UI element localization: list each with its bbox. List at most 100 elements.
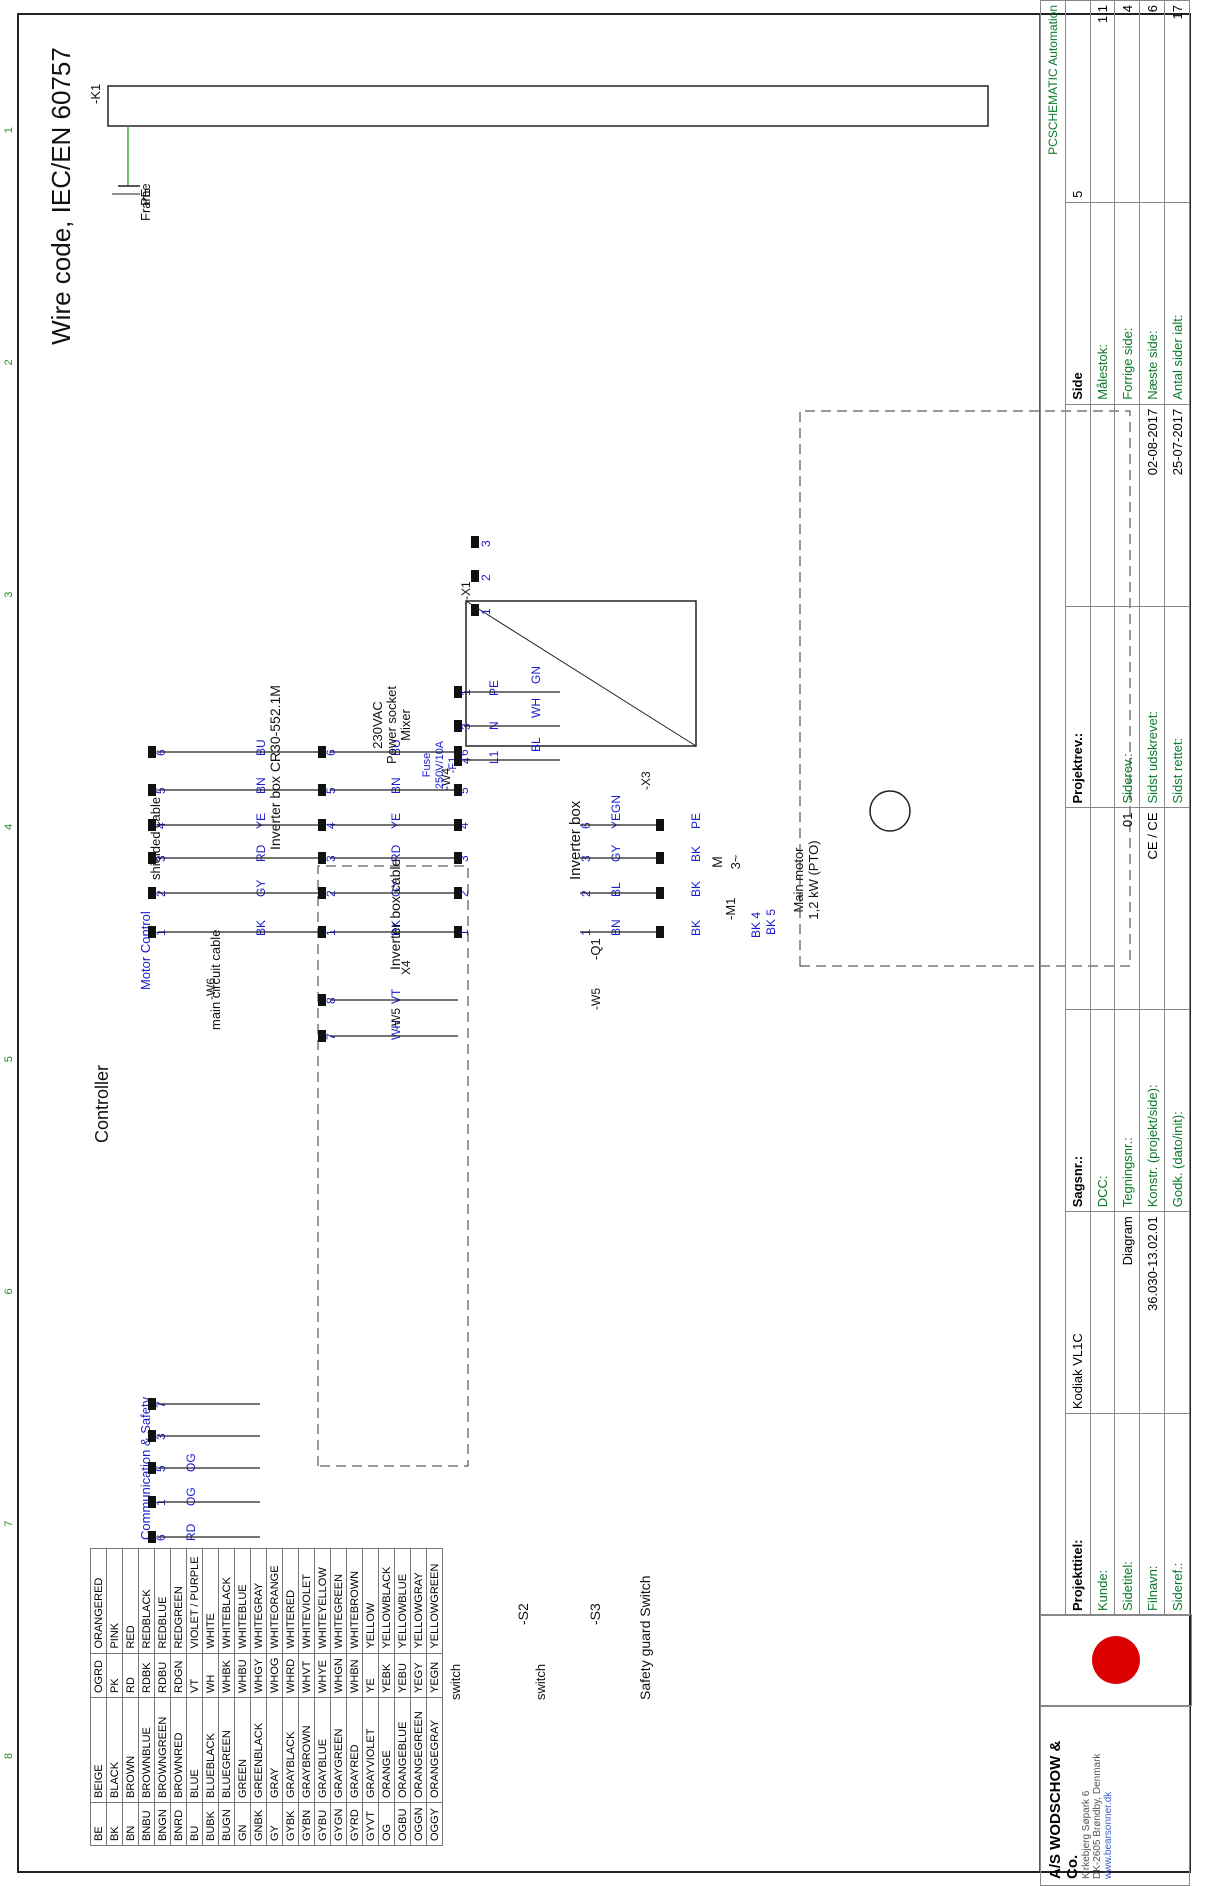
- wire-code-abbrev: WHGN: [330, 1653, 347, 1698]
- title-block-cell: [1065, 808, 1091, 1010]
- wire-code-name: ORANGEGREEN: [410, 1697, 427, 1803]
- wire-code-name: BLUEGREEN: [218, 1697, 235, 1803]
- title-block-cell: [1090, 606, 1115, 808]
- title-block-cell: Antal sider ialt:: [1164, 202, 1190, 405]
- wire-code-name: WHITEBROWN: [346, 1548, 363, 1654]
- title-block-cell: 01: [1114, 808, 1140, 1010]
- w6-label: -W6: [204, 978, 218, 1000]
- column-number: 4: [3, 824, 15, 830]
- power-wire-color: BL: [529, 737, 543, 752]
- title-block-cell: 6: [1139, 0, 1165, 203]
- column-number: 1: [3, 127, 15, 133]
- x4-wire-color: VT: [389, 988, 403, 1004]
- main-motor-label: 1,2 kW (PTO): [806, 840, 821, 919]
- main-motor-label: Main motor: [791, 847, 806, 913]
- inverter-terminal-number: 6: [457, 749, 471, 756]
- title-block-cell: Kunde:: [1090, 1413, 1115, 1616]
- wire-code-name: WHITERED: [282, 1548, 299, 1654]
- controller-terminal: [148, 1398, 156, 1410]
- wire-code-abbrev: WHBN: [346, 1653, 363, 1698]
- wire-code-abbrev: OGRD: [90, 1653, 107, 1698]
- inverter-terminal: [454, 784, 462, 796]
- wire-code-name: YELLOWGREEN: [426, 1548, 443, 1654]
- frame-label-left: Frame: [138, 183, 153, 221]
- inverter-terminal-number: 1: [457, 929, 471, 936]
- s2b-label: -S2: [515, 1603, 531, 1625]
- fuse-label: 250V/10A: [434, 740, 446, 789]
- x4-wire-color: WH: [389, 1020, 403, 1040]
- title-block-cell: Diagram: [1114, 1211, 1140, 1414]
- wire-code-name: GRAYBROWN: [298, 1697, 315, 1803]
- w4-label: -W4: [439, 768, 453, 790]
- inverter-symbol: [465, 600, 697, 747]
- wire-code-abbrev: BU: [186, 1802, 203, 1846]
- wire-code-name: VIOLET / PURPLE: [186, 1548, 203, 1654]
- wire-code-name: WHITEORANGE: [266, 1548, 283, 1654]
- main-circuit-cable-label: main circuit cable: [208, 930, 223, 1030]
- title-block-cell: 36.030-13.02.01: [1139, 1211, 1165, 1414]
- inverter-motor-wire: BL: [609, 882, 623, 897]
- x4-terminal: [318, 819, 326, 831]
- company-addr1: Kirkebjerg Søpark 6: [1081, 1790, 1092, 1879]
- wire-code-abbrev: WHBK: [218, 1653, 235, 1698]
- x4-terminal: [318, 784, 326, 796]
- company-block: A/S WODSCHOW & Co. Kirkebjerg Søpark 6 D…: [1040, 1706, 1190, 1886]
- pe-label-left: PE: [138, 188, 153, 206]
- wire-code-name: REDGREEN: [170, 1548, 187, 1654]
- wire-code-abbrev: OGBU: [394, 1802, 411, 1846]
- title-block-cell: [1164, 1211, 1190, 1414]
- wire-code-name: BROWNBLUE: [138, 1697, 155, 1803]
- title-block-cell: Sagsnr.:: [1065, 1009, 1091, 1212]
- inverter-terminal-number: 2: [457, 890, 471, 897]
- wire-code-name: WHITEBLACK: [218, 1548, 235, 1654]
- wire-code-name: YELLOW: [362, 1548, 379, 1654]
- wire-code-abbrev: YEBU: [394, 1653, 411, 1698]
- wire-code-name: BROWN: [122, 1697, 139, 1803]
- controller-motor-terminal: [148, 926, 156, 938]
- logo-icon: [1092, 1636, 1140, 1684]
- title-block-cell: 02-08-2017: [1139, 404, 1165, 607]
- wire-code-abbrev: WHGY: [250, 1653, 267, 1698]
- wire-code-name: GRAYBLACK: [282, 1697, 299, 1803]
- title-block-cell: Side: [1065, 202, 1091, 405]
- wire-code-name: BROWNRED: [170, 1697, 187, 1803]
- q1-label: -Q1: [588, 938, 603, 960]
- controller-motor-terminal: [148, 784, 156, 796]
- title-block-cell: Projektrev.:: [1065, 606, 1091, 808]
- inverter-box-label: Inverter box: [567, 800, 584, 880]
- controller-terminal: [148, 1531, 156, 1543]
- power-socket-label: 230VAC: [370, 701, 385, 748]
- title-block-cell: Næste side:: [1139, 202, 1165, 405]
- wire-code-abbrev: WHBU: [234, 1653, 251, 1698]
- title-block-cell: Forrige side:: [1114, 202, 1140, 405]
- switch2-label: switch: [533, 1664, 548, 1700]
- title-block-cell: CE / CE: [1139, 808, 1165, 1010]
- wire-code-name: GRAYBLUE: [314, 1697, 331, 1803]
- title-block-cell: Sideref.:: [1164, 1413, 1190, 1616]
- column-number: 8: [3, 1753, 15, 1759]
- x3-terminal: [656, 819, 664, 831]
- title-block-cell: [1065, 404, 1091, 607]
- wire-code-abbrev: GYRD: [346, 1802, 363, 1846]
- motor-m-label: M: [709, 856, 725, 868]
- x1-terminal-number: 2: [479, 574, 493, 581]
- wire-code-abbrev: GNBK: [250, 1802, 267, 1846]
- bowl-detection-group: [317, 865, 469, 1467]
- ground-symbol-left: PE Frame: [112, 126, 153, 221]
- wire-code-name: WHITEGREEN: [330, 1548, 347, 1654]
- company-web[interactable]: www.bearsonner.dk: [1103, 1791, 1114, 1879]
- wire-code-name: RED: [122, 1548, 139, 1654]
- x4-wire-color: YE: [389, 813, 403, 829]
- wire-code-name: PINK: [106, 1548, 123, 1654]
